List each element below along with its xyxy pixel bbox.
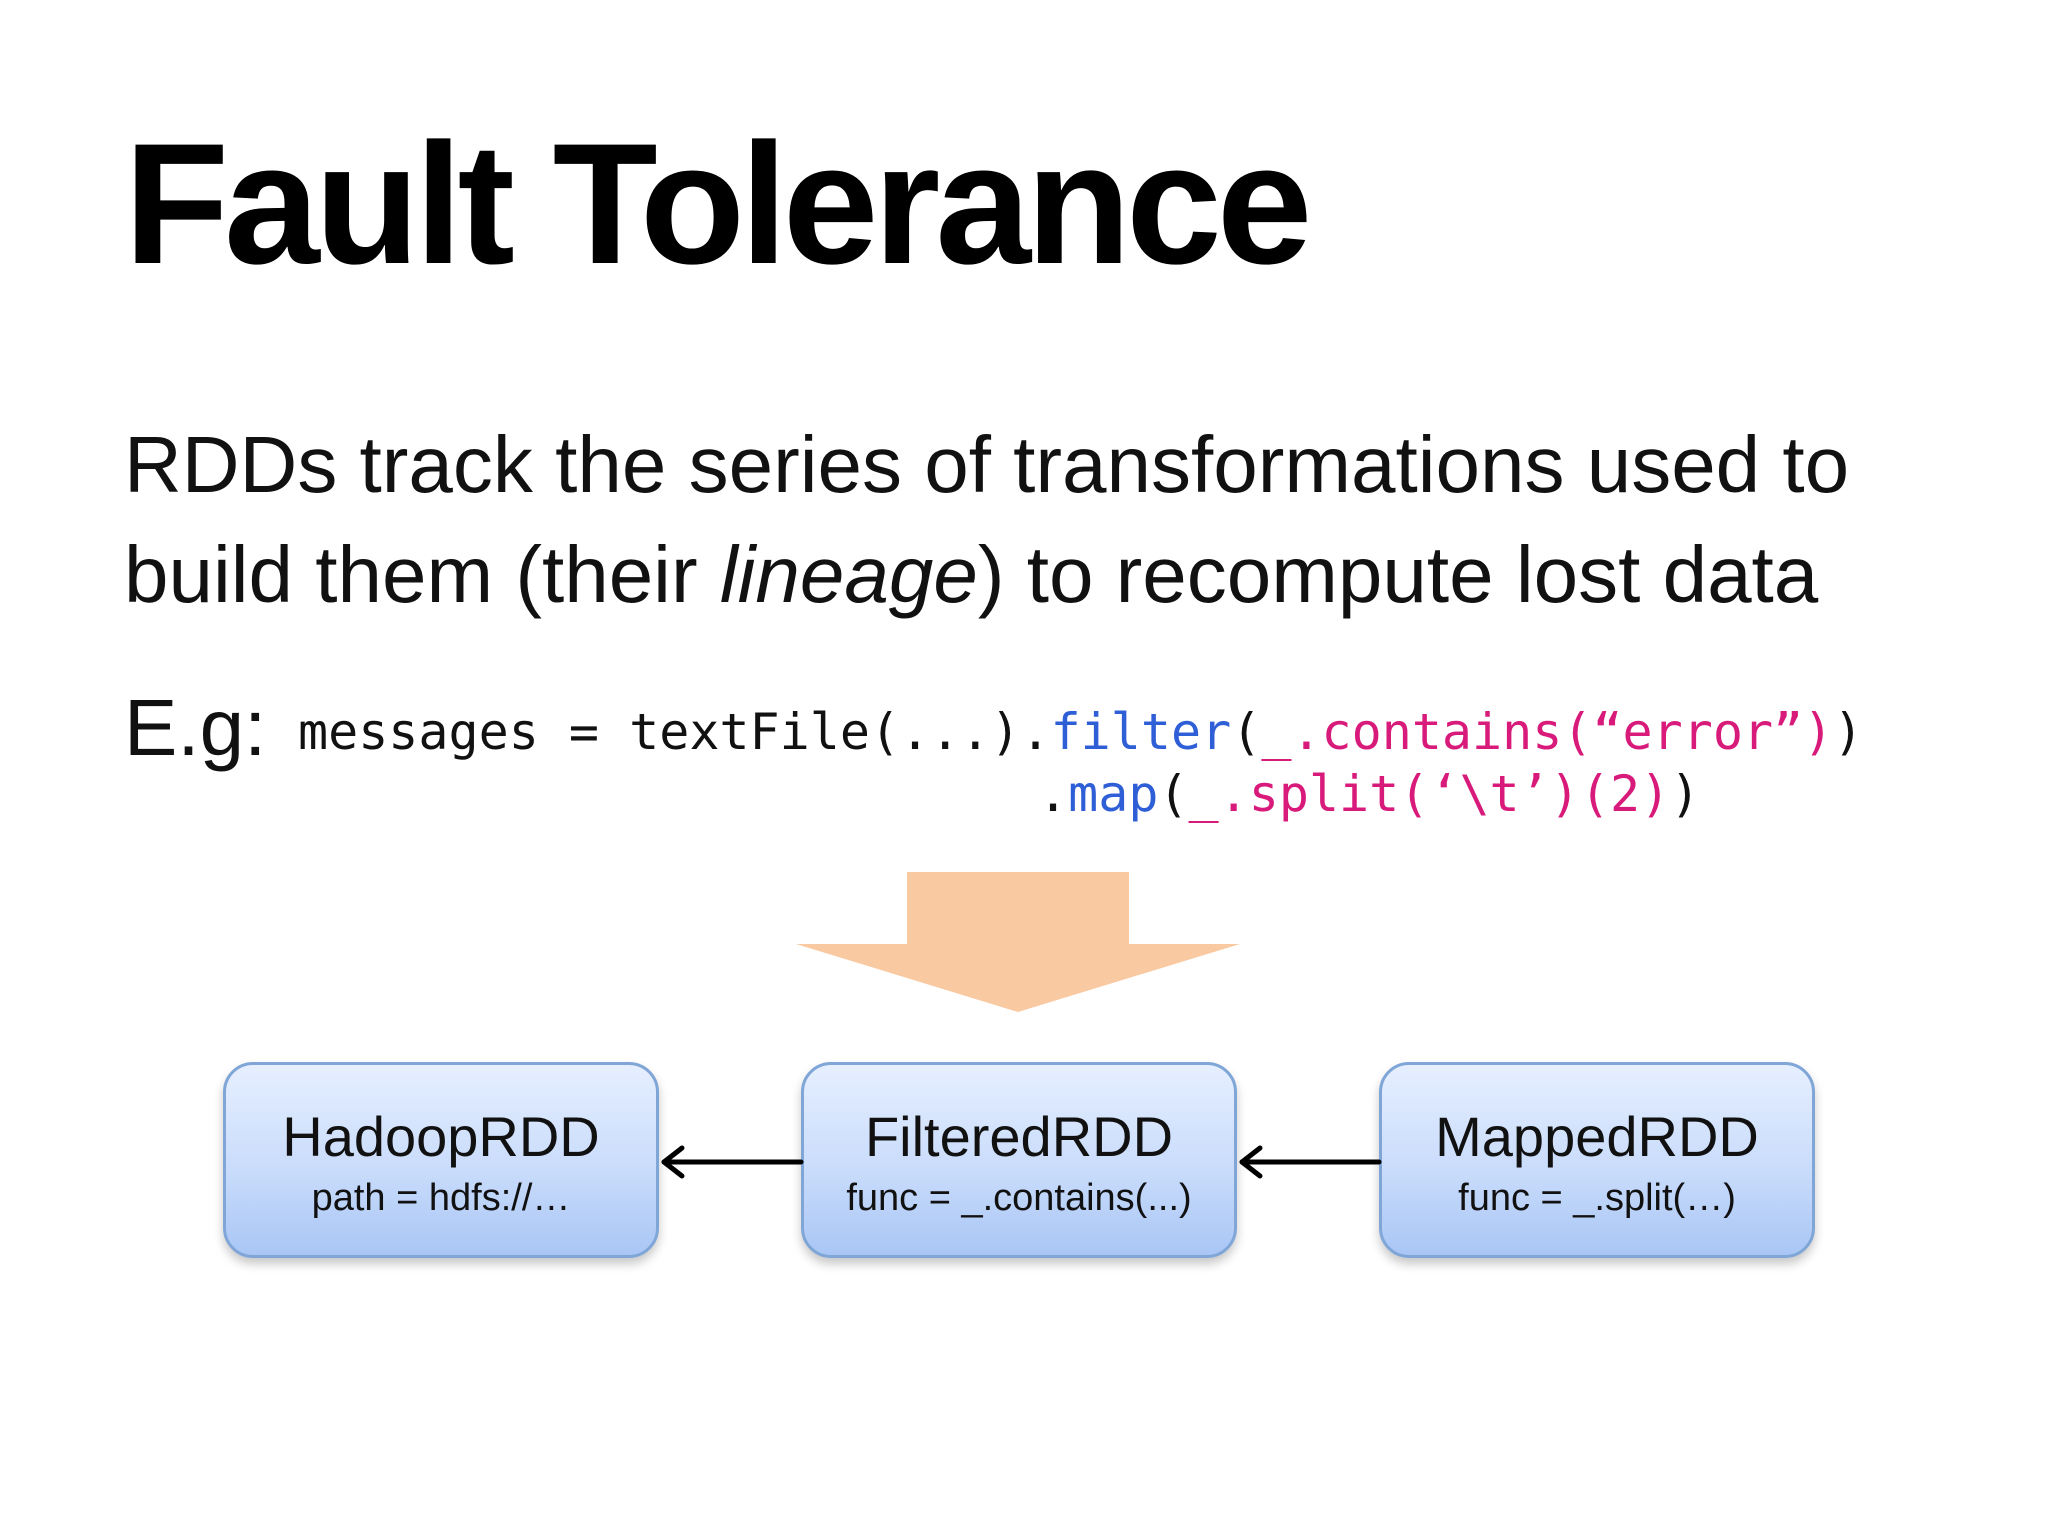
code-map-argument: _.split(‘\t’)(2) [1188, 765, 1671, 823]
code-line-1: messages = textFile(...).filter(_.contai… [298, 702, 1863, 762]
example-label: E.g: [124, 683, 267, 772]
code-filter-argument: _.contains(“error”) [1261, 703, 1834, 761]
hadoop-rdd-node: HadoopRDD path = hdfs://… [223, 1062, 659, 1258]
filtered-rdd-detail: func = _.contains(...) [846, 1177, 1192, 1219]
mapped-to-filtered-arrow [1239, 1145, 1382, 1179]
filtered-to-hadoop-arrow [661, 1145, 804, 1179]
filtered-rdd-node: FilteredRDD func = _.contains(...) [801, 1062, 1237, 1258]
down-arrow-shape [796, 872, 1240, 1012]
mapped-rdd-name: MappedRDD [1435, 1105, 1759, 1168]
hadoop-rdd-name: HadoopRDD [282, 1105, 600, 1168]
slide-title: Fault Tolerance [124, 108, 1312, 300]
filtered-rdd-name: FilteredRDD [864, 1105, 1174, 1168]
body-line-2-before: build them (their [124, 530, 720, 619]
code-line-2-open-paren: ( [1158, 765, 1189, 823]
code-filter-method: filter [1050, 703, 1232, 761]
code-line-2-dot: . [1038, 765, 1069, 823]
body-line-2: build them (their lineage) to recompute … [124, 520, 2004, 630]
mapped-rdd-node: MappedRDD func = _.split(…) [1379, 1062, 1815, 1258]
code-map-method: map [1068, 765, 1159, 823]
code-line-1-open-paren: ( [1231, 703, 1262, 761]
code-line-1-prefix: messages = textFile(...). [298, 703, 1051, 761]
slide-body-text: RDDs track the series of transformations… [124, 410, 2004, 630]
mapped-rdd-detail: func = _.split(…) [1458, 1177, 1736, 1219]
down-arrow-icon [796, 872, 1240, 1012]
code-line-2: .map(_.split(‘\t’)(2)) [1038, 764, 1700, 824]
code-line-2-close-paren: ) [1670, 765, 1701, 823]
hadoop-rdd-detail: path = hdfs://… [311, 1177, 571, 1219]
body-line-1: RDDs track the series of transformations… [124, 420, 1850, 509]
code-line-1-close-paren: ) [1833, 703, 1864, 761]
body-line-2-after: ) to recompute lost data [977, 530, 1819, 619]
lineage-emphasis: lineage [719, 530, 978, 619]
